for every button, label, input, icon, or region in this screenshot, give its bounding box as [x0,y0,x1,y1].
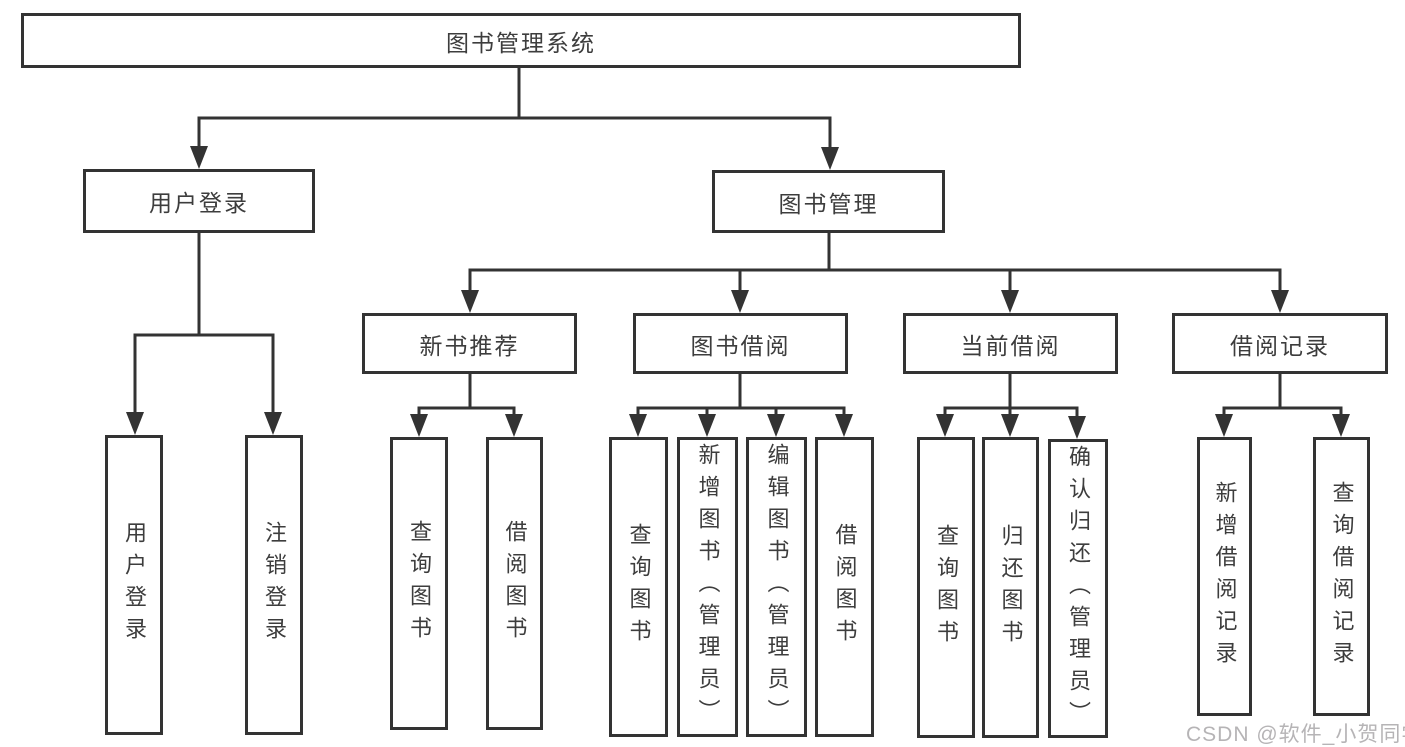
node-user-login-label: 用户登录 [149,190,249,216]
arrow-icon [1271,290,1289,313]
leaf-edit-book-admin-label: 编辑图书（管理员） [764,443,790,731]
arrow-icon [461,290,479,313]
leaf-confirm-return-admin: 确认归还（管理员） [1048,439,1108,738]
arrow-icon [629,414,647,437]
leaf-return-books-label: 归还图书 [998,523,1024,652]
leaf-return-books: 归还图书 [982,437,1039,738]
arrow-icon [835,414,853,437]
arrow-icon [767,414,785,437]
leaf-query-borrow-record-label: 查询借阅记录 [1329,480,1355,673]
leaf-query-books-2-label: 查询图书 [626,523,652,651]
arrow-icon [190,146,208,169]
arrow-icon [1068,416,1086,439]
arrow-icon [1215,414,1233,437]
node-root: 图书管理系统 [21,13,1021,68]
arrow-icon [698,414,716,437]
node-current-borrow: 当前借阅 [903,313,1118,374]
node-borrow-records-label: 借阅记录 [1230,332,1330,359]
arrow-icon [264,412,282,435]
arrow-icon [1332,414,1350,437]
leaf-user-login-label: 用户登录 [122,521,147,649]
node-new-book-recommend-label: 新书推荐 [419,332,520,359]
node-book-borrow: 图书借阅 [633,313,848,374]
leaf-query-books-1: 查询图书 [390,437,448,730]
leaf-logout-label: 注销登录 [262,521,287,649]
node-book-management: 图书管理 [712,170,945,233]
leaf-user-login: 用户登录 [105,435,163,735]
leaf-confirm-return-admin-label: 确认归还（管理员） [1066,444,1091,733]
watermark: CSDN @软件_小贺同学 [1186,723,1405,746]
leaf-query-books-3: 查询图书 [917,437,975,738]
arrowheads [126,146,1350,439]
leaf-query-books-3-label: 查询图书 [934,523,959,652]
leaf-borrow-books-1: 借阅图书 [486,437,543,730]
node-current-borrow-label: 当前借阅 [960,332,1061,359]
leaf-add-book-admin-label: 新增图书（管理员） [695,443,721,731]
arrow-icon [1001,290,1019,313]
arrow-icon [821,147,839,170]
leaf-query-books-1-label: 查询图书 [407,519,432,648]
arrow-icon [731,290,749,313]
leaf-borrow-books-2: 借阅图书 [815,437,874,737]
leaf-add-borrow-record: 新增借阅记录 [1197,437,1252,716]
arrow-icon [505,414,523,437]
node-user-login: 用户登录 [83,169,315,233]
arrow-icon [410,414,428,437]
arrow-icon [936,414,954,437]
leaf-borrow-books-1-label: 借阅图书 [502,519,528,648]
leaf-add-borrow-record-label: 新增借阅记录 [1212,480,1238,673]
leaf-edit-book-admin: 编辑图书（管理员） [746,437,807,737]
arrow-icon [1001,414,1019,437]
node-root-label: 图书管理系统 [446,29,596,56]
leaf-query-books-2: 查询图书 [609,437,668,737]
arrow-icon [126,412,144,435]
leaf-query-borrow-record: 查询借阅记录 [1313,437,1370,716]
leaf-add-book-admin: 新增图书（管理员） [677,437,738,737]
leaf-borrow-books-2-label: 借阅图书 [832,523,858,651]
node-borrow-records: 借阅记录 [1172,313,1388,374]
node-book-management-label: 图书管理 [778,190,879,217]
node-new-book-recommend: 新书推荐 [362,313,577,374]
node-book-borrow-label: 图书借阅 [690,332,791,359]
leaf-logout: 注销登录 [245,435,303,735]
